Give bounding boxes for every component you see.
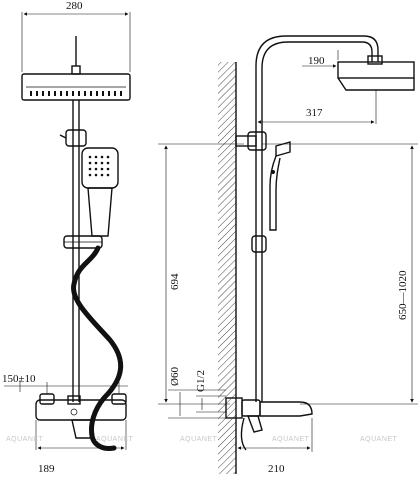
- dimension-label-280: 280: [66, 0, 83, 12]
- watermark-3: AQUANET: [180, 436, 218, 443]
- dimension-label-189: 189: [38, 463, 55, 475]
- dimension-label-317: 317: [306, 107, 323, 119]
- rain-shower-head: [21, 36, 131, 101]
- side-hand-shower: [269, 141, 291, 231]
- dimension-eccentric: Ø60 G1/2: [168, 367, 226, 419]
- dimension-label-210: 210: [268, 463, 285, 475]
- dimension-mixer-spacing: 150±10: [2, 373, 128, 394]
- dimension-label-150: 150±10: [2, 373, 36, 385]
- dimension-wall-spout: 210: [237, 418, 313, 475]
- hand-shower: [81, 147, 119, 237]
- dimension-label-694: 694: [169, 273, 181, 290]
- wall-hatch: [218, 62, 236, 474]
- front-view: 280: [2, 0, 134, 475]
- side-riser: [235, 35, 379, 402]
- watermark-2: AQUANET: [96, 436, 134, 443]
- dimension-rail: 694: [158, 143, 244, 405]
- front-mixer: [35, 393, 127, 439]
- front-riser: [59, 100, 103, 402]
- dimension-head-projection: 317: [257, 90, 377, 124]
- dimension-label-190: 190: [308, 55, 325, 67]
- side-view: 190 317 694 650—1020: [158, 35, 418, 475]
- watermark-1: AQUANET: [6, 436, 44, 443]
- dimension-total-height: 650—1020: [262, 143, 418, 405]
- watermark-4: AQUANET: [272, 436, 310, 443]
- dimension-head-side: 190: [302, 50, 339, 68]
- shower-hose: [71, 245, 124, 451]
- dimension-label-650-1020: 650—1020: [397, 270, 409, 320]
- watermark-5: AQUANET: [360, 436, 398, 443]
- dimension-label-d60: Ø60: [169, 367, 181, 386]
- dimension-spout: 189: [35, 420, 127, 475]
- dimension-head-width: 280: [21, 0, 131, 72]
- side-rain-head: [337, 55, 415, 91]
- dimension-label-g12: G1/2: [195, 370, 207, 392]
